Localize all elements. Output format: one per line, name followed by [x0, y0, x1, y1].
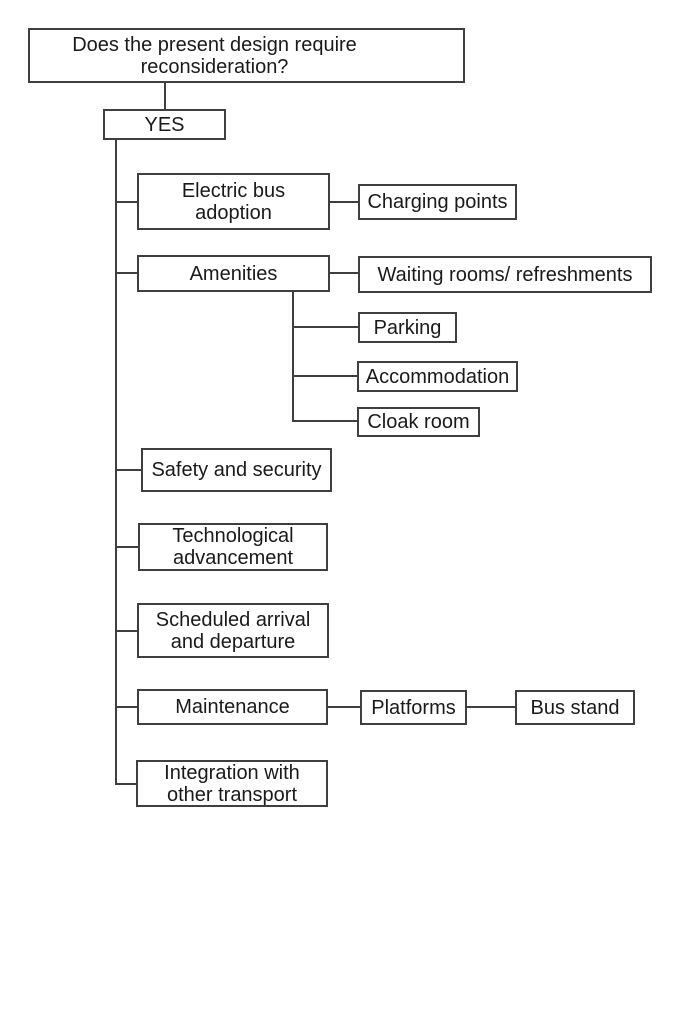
- node-maintenance: Maintenance: [137, 689, 328, 725]
- node-yes: YES: [103, 109, 226, 140]
- edge-trunk-safety-line: [115, 469, 141, 471]
- node-bus-stand: Bus stand: [515, 690, 635, 725]
- edge-amenities-parking-line: [292, 326, 358, 328]
- edge-platforms-bus-stand-line: [467, 706, 515, 708]
- edge-trunk-electric-bus-line: [115, 201, 137, 203]
- edge-trunk-amenities-line: [115, 272, 137, 274]
- edge-electric-bus-charging-points-line: [330, 201, 358, 203]
- edge-amenities-waiting-rooms-line: [330, 272, 358, 274]
- node-technological-advancement: Technological advancement: [138, 523, 328, 571]
- edge-amenities-accommodation-line: [292, 375, 357, 377]
- edge-trunk-integration-line: [115, 783, 136, 785]
- node-waiting-rooms-refreshments: Waiting rooms/ refreshments: [358, 256, 652, 293]
- edge-trunk-maintenance-line: [115, 706, 137, 708]
- node-electric-bus-adoption: Electric bus adoption: [137, 173, 330, 230]
- node-platforms: Platforms: [360, 690, 467, 725]
- edge-trunk-scheduled-line: [115, 630, 137, 632]
- edge-yes-trunk-line: [115, 140, 117, 785]
- edge-question-yes-line: [164, 83, 166, 110]
- node-safety-and-security: Safety and security: [141, 448, 332, 492]
- node-parking: Parking: [358, 312, 457, 343]
- node-question: Does the present design require reconsid…: [28, 28, 465, 83]
- node-amenities: Amenities: [137, 255, 330, 292]
- node-charging-points: Charging points: [358, 184, 517, 220]
- edge-maintenance-platforms-line: [328, 706, 360, 708]
- node-cloak-room: Cloak room: [357, 407, 480, 437]
- edge-amenities-subtrunk-line: [292, 292, 294, 422]
- node-scheduled-arrival-departure: Scheduled arrival and departure: [137, 603, 329, 658]
- node-integration-other-transport: Integration with other transport: [136, 760, 328, 807]
- edge-amenities-cloak-room-line: [292, 420, 357, 422]
- edge-trunk-technological-line: [115, 546, 138, 548]
- node-accommodation: Accommodation: [357, 361, 518, 392]
